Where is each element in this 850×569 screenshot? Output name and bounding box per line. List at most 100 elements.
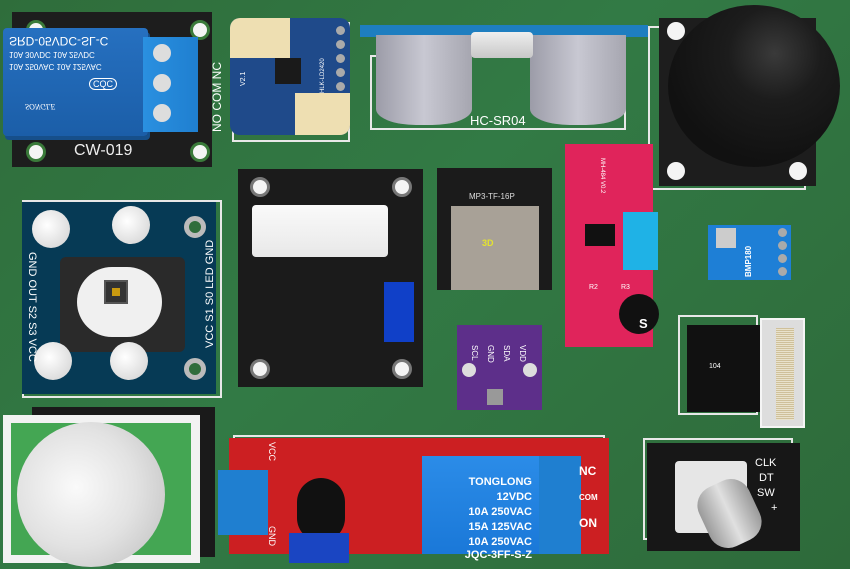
pir-lens — [17, 422, 165, 567]
resistor-label-r3: R3 — [621, 284, 630, 291]
i2c-sensor-module: SCL GND SDA VDD — [457, 325, 542, 410]
led — [110, 342, 148, 380]
capacitor — [297, 478, 345, 542]
resistor-label-r2: R2 — [589, 284, 598, 291]
transformer — [252, 205, 388, 257]
resistor-code: 104 — [709, 363, 721, 370]
sensor-die — [112, 288, 120, 296]
screw-terminal — [218, 470, 268, 535]
connector-pins — [776, 328, 794, 420]
chip — [275, 58, 301, 84]
relay-voltage: 12VDC — [496, 491, 532, 503]
photodiode — [619, 294, 659, 334]
joystick-cap — [668, 5, 840, 167]
vcc-label: VCC — [267, 442, 277, 462]
pin — [778, 241, 787, 250]
relay-body: SRD-05VDC-SL-C 10A 30VDC 10A 25VDC 10A 2… — [3, 28, 148, 136]
led — [34, 342, 72, 380]
ultrasonic-board — [360, 25, 648, 37]
sd-card-slot — [451, 206, 539, 290]
mount-hole — [26, 142, 46, 162]
left-pin-labels: GND OUT S2 S3 VCC — [26, 252, 38, 362]
module-label: HLK-LD2420 — [320, 58, 326, 93]
led — [32, 210, 70, 248]
sensor-chip — [487, 389, 503, 405]
right-pin-labels: VCC S1 S0 LED GND — [204, 239, 216, 348]
fpc-connector — [760, 318, 805, 428]
relay-rating-3: 10A 250VAC — [468, 536, 532, 548]
mount-hole — [184, 358, 206, 380]
pin — [336, 68, 345, 77]
terminal-nc: NC — [579, 464, 597, 478]
mount-hole — [392, 359, 412, 379]
screw-terminal — [143, 37, 198, 132]
pin-scl: SCL — [470, 345, 479, 361]
ic-chip — [585, 224, 615, 246]
pin-gnd: GND — [486, 345, 495, 363]
relay-rating-2: 10A 250VAC 10A 125VAC — [9, 62, 102, 71]
antenna-patch — [230, 18, 290, 58]
ultrasonic-transducer — [376, 35, 472, 125]
pin-sda: SDA — [502, 345, 511, 362]
pin — [336, 54, 345, 63]
mp3-module: MP3-TF-16P 3D — [437, 168, 552, 290]
module-label: MH-484 V0.2 — [599, 158, 605, 194]
mount-hole — [184, 216, 206, 238]
screw — [153, 44, 171, 62]
mount-hole — [250, 359, 270, 379]
mount-hole — [667, 22, 685, 40]
bmp180-module: BMP180 — [708, 225, 791, 280]
timer-relay-module: VCC GND TONGLONG 12VDC 10A 250VAC 15A 12… — [229, 438, 609, 563]
trimmer-potentiometer — [384, 282, 414, 342]
ir-receiver-module: 104 — [687, 325, 767, 412]
relay-cert: CQC — [89, 78, 117, 90]
gnd-label: GND — [267, 526, 277, 546]
relay-rating-1: 10A 250VAC — [468, 506, 532, 518]
module-label: HC-SR04 — [470, 113, 526, 128]
module-label: BMP180 — [744, 245, 753, 277]
pin — [778, 228, 787, 237]
pin-plus: + — [771, 502, 778, 514]
module-label: MP3-TF-16P — [469, 192, 515, 201]
mount-hole — [789, 162, 807, 180]
version-label: V2.1 — [240, 71, 247, 86]
pin-clk: CLK — [755, 457, 777, 469]
mount-hole — [667, 162, 685, 180]
pin — [778, 267, 787, 276]
module-label: CW-019 — [74, 142, 133, 159]
relay-model: SRD-05VDC-SL-C — [9, 34, 109, 48]
screw — [153, 104, 171, 122]
relay-body: TONGLONG 12VDC 10A 250VAC 15A 125VAC 10A… — [422, 456, 540, 561]
antenna-patch — [295, 93, 350, 135]
rotary-encoder-module: CLK DT SW + — [647, 443, 800, 555]
terminal-com: COM — [579, 493, 598, 502]
terminal-on: ON — [579, 516, 597, 530]
logo-3d: 3D — [482, 238, 494, 248]
mount-hole — [462, 363, 476, 377]
relay-rating-1: 10A 30VDC 10A 25VDC — [9, 50, 95, 59]
trimmer-potentiometer — [289, 533, 349, 563]
mount-hole — [392, 177, 412, 197]
pin — [336, 26, 345, 35]
relay-rating-2: 15A 125VAC — [468, 521, 532, 533]
pin — [336, 40, 345, 49]
potentiometer — [623, 212, 658, 270]
pin-dt: DT — [759, 472, 774, 484]
screw — [153, 74, 171, 92]
ir-sensor-module: MH-484 V0.2 R2 R3 S — [565, 144, 659, 347]
relay-brand: SONGLE — [25, 102, 56, 111]
mount-hole — [250, 177, 270, 197]
acdc-module — [238, 169, 423, 387]
pin — [778, 254, 787, 263]
terminal-labels: NO COM NC — [210, 62, 224, 132]
color-sensor-module: GND OUT S2 S3 VCC VCC S1 S0 LED GND — [22, 202, 216, 394]
pressure-sensor — [716, 228, 736, 248]
led — [112, 206, 150, 244]
mount-hole — [190, 20, 210, 40]
pin-vdd: VDD — [518, 345, 527, 362]
screw-terminal — [539, 456, 581, 554]
relay-brand: TONGLONG — [468, 476, 532, 488]
mount-hole — [190, 142, 210, 162]
signal-label: S — [639, 316, 648, 331]
crystal — [471, 32, 533, 58]
